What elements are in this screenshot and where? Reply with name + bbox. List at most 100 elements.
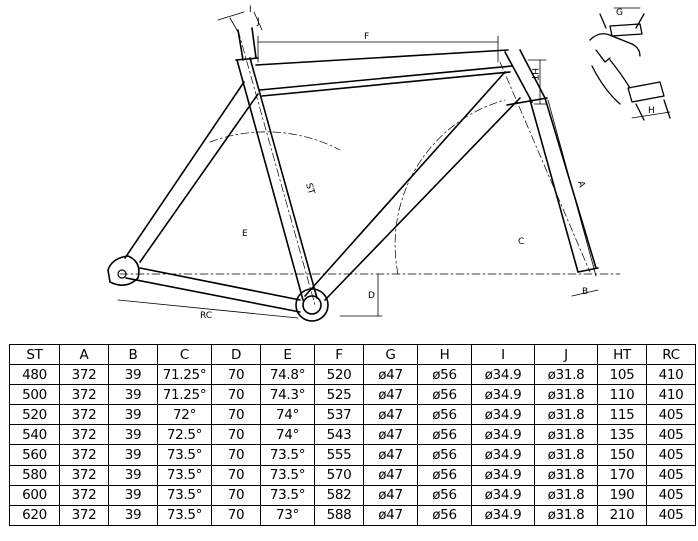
head-tube-detail [589, 13, 671, 121]
table-cell: 73.5° [260, 464, 315, 486]
table-cell: 588 [314, 504, 364, 526]
table-cell: 74.3° [260, 384, 315, 406]
table-cell: 372 [59, 364, 109, 386]
table-cell: ø34.9 [471, 464, 535, 486]
table-row: 540 372 39 72.5° 70 74° 543 ø47 ø56 ø34.… [9, 424, 696, 446]
label-j: J [256, 17, 260, 27]
table-cell: ø31.8 [534, 424, 598, 446]
table-cell: 135 [597, 424, 647, 446]
table-cell: ø47 [363, 364, 418, 386]
table-cell: 70 [211, 444, 261, 466]
label-st: ST [303, 182, 316, 196]
table-cell: ø56 [417, 464, 472, 486]
table-cell: ø31.8 [534, 444, 598, 466]
rear-axle [117, 269, 127, 279]
label-b: B [582, 287, 588, 297]
table-cell: 620 [9, 504, 60, 526]
table-row: 580 372 39 73.5° 70 73.5° 570 ø47 ø56 ø3… [9, 464, 696, 486]
table-cell: ø34.9 [471, 404, 535, 426]
table-cell: 73.5° [260, 444, 315, 466]
table-cell: 520 [9, 404, 60, 426]
header-a: A [59, 343, 109, 366]
table-cell: ø47 [363, 444, 418, 466]
table-cell: ø56 [417, 384, 472, 406]
header-ht: HT [597, 343, 647, 366]
table-cell: 115 [597, 404, 647, 426]
label-d: D [368, 291, 375, 301]
table-cell: 372 [59, 464, 109, 486]
table-cell: 70 [211, 484, 261, 506]
label-f: F [364, 32, 369, 42]
header-d: D [211, 343, 261, 366]
label-rc: RC [200, 311, 212, 321]
dimension-lines [117, 7, 671, 319]
table-cell: ø47 [363, 484, 418, 506]
table-cell: 70 [211, 364, 261, 386]
table-cell: ø34.9 [471, 424, 535, 446]
table-cell: 73.5° [157, 464, 212, 486]
table-cell: ø31.8 [534, 364, 598, 386]
table-cell: 405 [646, 464, 696, 486]
table-cell: ø31.8 [534, 404, 598, 426]
table-cell: 372 [59, 404, 109, 426]
table-cell: 372 [59, 444, 109, 466]
header-j: J [534, 343, 598, 366]
construction-lines [119, 29, 621, 306]
table-cell: 70 [211, 424, 261, 446]
table-row: 500 372 39 71.25° 70 74.3° 525 ø47 ø56 ø… [9, 384, 696, 406]
bike-frame [107, 27, 548, 313]
table-cell: 210 [597, 504, 647, 526]
frame-geometry-diagram: ST A B C D E F G H I J HT RC [107, 5, 671, 322]
table-cell: 520 [314, 364, 364, 386]
table-cell: ø47 [363, 404, 418, 426]
table-cell: 74° [260, 424, 315, 446]
table-cell: 72° [157, 404, 212, 426]
label-a: A [575, 180, 587, 189]
header-c: C [157, 343, 212, 366]
table-cell: 570 [314, 464, 364, 486]
table-cell: 39 [108, 464, 158, 486]
table-cell: ø34.9 [471, 364, 535, 386]
table-cell: 555 [314, 444, 364, 466]
table-cell: 372 [59, 484, 109, 506]
table-cell: 405 [646, 484, 696, 506]
table-cell: ø34.9 [471, 484, 535, 506]
table-cell: 39 [108, 444, 158, 466]
label-h: H [648, 106, 655, 116]
table-cell: 480 [9, 364, 60, 386]
table-row: 560 372 39 73.5° 70 73.5° 555 ø47 ø56 ø3… [9, 444, 696, 466]
table-cell: ø56 [417, 404, 472, 426]
table-cell: 39 [108, 404, 158, 426]
table-cell: 405 [646, 504, 696, 526]
table-row: 600 372 39 73.5° 70 73.5° 582 ø47 ø56 ø3… [9, 484, 696, 506]
header-f: F [314, 343, 364, 366]
table-cell: ø34.9 [471, 444, 535, 466]
table-cell: 540 [9, 424, 60, 446]
table-cell: 70 [211, 404, 261, 426]
table-cell: 543 [314, 424, 364, 446]
table-cell: 39 [108, 364, 158, 386]
table-cell: 70 [211, 384, 261, 406]
table-cell: 73.5° [157, 504, 212, 526]
table-cell: 170 [597, 464, 647, 486]
table-cell: 39 [108, 504, 158, 526]
bottom-bracket [295, 288, 329, 322]
table-cell: ø47 [363, 464, 418, 486]
table-cell: ø56 [417, 484, 472, 506]
table-cell: 405 [646, 444, 696, 466]
table-cell: 70 [211, 464, 261, 486]
table-cell: ø31.8 [534, 484, 598, 506]
table-cell: 372 [59, 384, 109, 406]
table-cell: 372 [59, 504, 109, 526]
table-cell: 39 [108, 424, 158, 446]
header-e: E [260, 343, 315, 366]
table-cell: ø34.9 [471, 504, 535, 526]
table-cell: 73.5° [157, 484, 212, 506]
table-cell: 582 [314, 484, 364, 506]
table-cell: 73.5° [260, 484, 315, 506]
label-g: G [616, 8, 623, 18]
header-g: G [363, 343, 418, 366]
header-st: ST [9, 343, 60, 366]
header-b: B [108, 343, 158, 366]
table-cell: 405 [646, 424, 696, 446]
